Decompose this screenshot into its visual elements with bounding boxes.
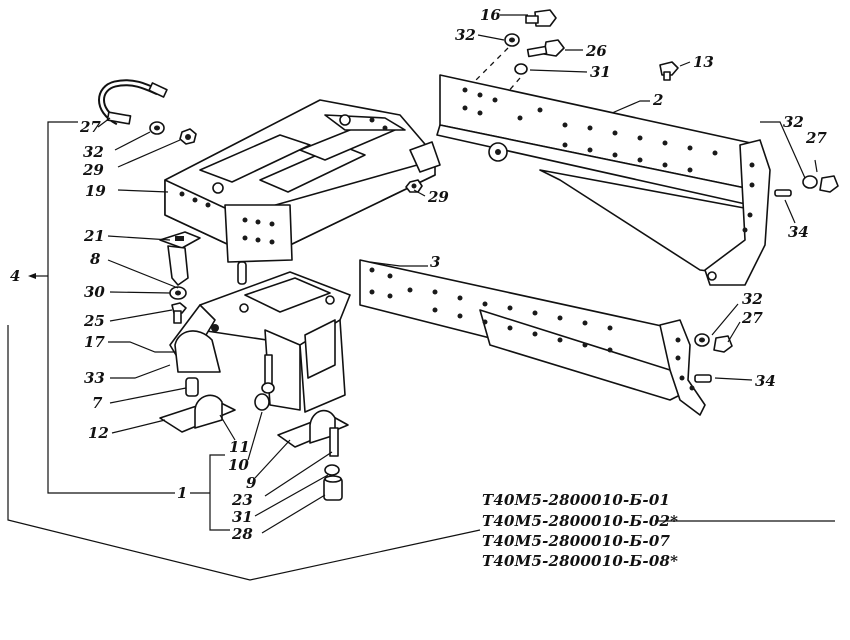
callout-27: 27	[79, 118, 101, 136]
rail-3-holes	[369, 267, 695, 391]
callout-11: 11	[229, 438, 250, 456]
variant-code-2: Т40М5-2800010-Б-02*	[482, 512, 678, 530]
callout-25: 25	[83, 312, 105, 330]
callout-9: 9	[246, 474, 257, 492]
variant-code-1: Т40М5-2800010-Б-01	[482, 491, 670, 509]
pin-34-top	[774, 189, 792, 197]
callout-8: 8	[90, 250, 101, 268]
callout-4: 4	[10, 267, 20, 285]
callout-12: 12	[88, 424, 109, 442]
callout-19: 19	[85, 182, 106, 200]
side-rail-3	[359, 259, 706, 416]
callout-21: 21	[83, 227, 105, 245]
bolt-26	[526, 39, 565, 58]
bolt-16	[525, 9, 557, 27]
callout-leaders	[97, 14, 818, 534]
callout-31: 31	[232, 508, 253, 526]
callout-3: 3	[430, 253, 440, 271]
side-rail-2	[436, 74, 771, 286]
u-bolt-27	[98, 79, 168, 126]
bolt-27-right-top	[802, 175, 839, 193]
bushing-23-31-28	[323, 427, 343, 501]
variant-leader-lines	[7, 325, 835, 581]
clamp-11	[159, 394, 236, 433]
callout-17: 17	[84, 333, 105, 351]
group-bracket-4	[28, 121, 175, 494]
callout-33: 33	[84, 369, 105, 387]
upper-frame-19	[164, 99, 441, 263]
bracket-21	[159, 231, 201, 286]
callout-2: 2	[652, 91, 663, 109]
washer-30	[169, 286, 187, 300]
bolt-13	[659, 61, 679, 81]
callout-13: 13	[693, 53, 714, 71]
support-base-17	[169, 271, 351, 413]
pin-34-lower	[694, 374, 712, 383]
nut-32-left	[149, 121, 165, 135]
washer-32-top	[504, 33, 520, 47]
callout-27: 27	[805, 129, 827, 147]
callout-34: 34	[788, 223, 809, 241]
callout-1: 1	[177, 484, 187, 502]
callout-29: 29	[82, 161, 104, 179]
rail-2-holes	[462, 87, 755, 281]
callout-30: 30	[84, 283, 105, 301]
variant-code-3: Т40М5-2800010-Б-07	[482, 532, 670, 550]
clamp-lower-right	[277, 409, 349, 448]
nut-29-left	[179, 128, 197, 145]
callout-7: 7	[92, 394, 103, 412]
callout-16: 16	[480, 6, 501, 24]
callout-34: 34	[755, 372, 776, 390]
callout-23: 23	[231, 491, 253, 509]
washer-9-10	[254, 382, 275, 411]
stud-33	[264, 354, 273, 386]
callout-29: 29	[427, 188, 449, 206]
variant-code-4: Т40М5-2800010-Б-08*	[482, 552, 678, 570]
callout-26: 26	[585, 42, 607, 60]
callout-10: 10	[228, 456, 249, 474]
callout-32: 32	[742, 290, 763, 308]
washer-32-lower	[694, 333, 710, 347]
callout-32: 32	[783, 113, 804, 131]
pin-8	[237, 261, 247, 285]
bolt-27-lower	[713, 335, 733, 353]
group-bracket-1	[190, 454, 230, 531]
callout-32: 32	[83, 143, 104, 161]
callout-32: 32	[455, 26, 476, 44]
bushing-7	[185, 377, 199, 397]
callout-28: 28	[231, 525, 253, 543]
washer-31-top	[514, 63, 528, 75]
callout-31: 31	[590, 63, 611, 81]
bolt-25	[171, 302, 187, 324]
callout-27: 27	[741, 309, 763, 327]
